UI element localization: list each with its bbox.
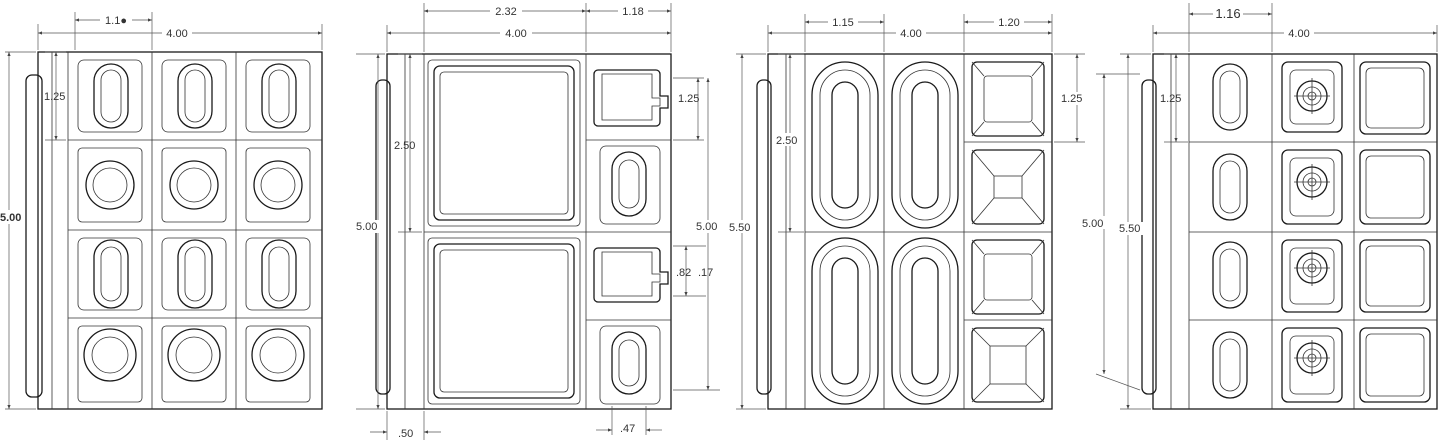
view1-circle-row4 <box>77 325 311 403</box>
view1-dim-left-total: 5.00 <box>0 212 21 224</box>
view1-dim-left-small: 1.25 <box>44 91 65 103</box>
view3-dim-top-total: 4.00 <box>900 28 921 40</box>
view2-dim-left-a: 2.50 <box>394 140 415 152</box>
view2-side-plate <box>375 79 391 395</box>
view4-dim-left-b: 5.00 <box>1082 218 1103 230</box>
view-1: 1.1● 4.00 1.25 5.00 <box>0 12 323 410</box>
view4-slots-col1 <box>1212 63 1248 399</box>
view1-slot-row3 <box>77 237 311 311</box>
view3-dim-right-a: 1.25 <box>1061 93 1082 105</box>
view4-dim-top-total: 4.00 <box>1288 28 1309 40</box>
view4-dim-left-a: 1.25 <box>1160 93 1181 105</box>
view3-square-pocket-1 <box>971 61 1045 137</box>
view1-dim-top-total: 4.00 <box>166 28 187 40</box>
view1-body <box>37 51 323 410</box>
view2-dim-right-a: 1.25 <box>678 93 699 105</box>
view-2: 2.32 1.18 4.00 2.50 5.00 1.25 5.00 .82 .… <box>355 3 720 440</box>
view4-body <box>1152 53 1438 410</box>
view2-slot-2 <box>599 325 661 405</box>
view3-square-pocket-2 <box>971 149 1045 225</box>
view2-dim-right-b: 5.00 <box>696 221 717 233</box>
view1-dim-top-small: 1.1● <box>105 15 127 27</box>
view3-dim-left-total: 5.50 <box>729 222 750 234</box>
view4-target-pocket-1 <box>1281 61 1343 133</box>
view3-dim-top-b: 1.20 <box>998 17 1019 29</box>
view3-long-slot-4 <box>891 237 959 405</box>
view4-target-pocket-2 <box>1281 149 1343 225</box>
view2-big-pocket-top <box>427 59 581 227</box>
view2-dim-bottom-b: .47 <box>620 423 635 435</box>
view1-slot-row1 <box>77 59 311 133</box>
view2-dim-top-b: 1.18 <box>622 6 643 18</box>
view2-dim-left-total: 5.00 <box>356 221 377 233</box>
view2-dim-right-d: .17 <box>698 267 713 279</box>
view3-body <box>767 53 1053 410</box>
view4-dim-top-a: 1.16 <box>1215 6 1240 21</box>
view-3: 1.15 4.00 1.20 2.50 5.50 1.25 <box>728 14 1086 410</box>
view1-circle-row2 <box>77 147 311 223</box>
view2-keyed-pocket-1 <box>593 69 669 127</box>
view3-long-slot-1 <box>811 61 879 229</box>
view3-long-slot-3 <box>811 237 879 405</box>
view2-keyed-pocket-2 <box>593 247 669 303</box>
view4-square-pockets-col3 <box>1359 61 1431 403</box>
view4-target-pocket-4 <box>1281 327 1343 403</box>
view3-long-slot-2 <box>891 61 959 229</box>
view1-side-plate <box>25 74 43 398</box>
view2-dim-top-a: 2.32 <box>495 6 516 18</box>
view3-side-plate <box>756 79 772 395</box>
view2-dim-bottom-a: .50 <box>398 428 413 440</box>
view3-square-pocket-3 <box>971 239 1045 315</box>
view2-slot-1 <box>599 145 661 225</box>
view2-big-pocket-bottom <box>427 237 581 405</box>
view4-side-plate <box>1141 79 1157 395</box>
view3-dim-top-a: 1.15 <box>832 17 853 29</box>
view2-dim-top-total: 4.00 <box>505 28 526 40</box>
view2-body <box>386 53 672 410</box>
view3-square-pocket-4 <box>971 327 1045 403</box>
view-4: 1.16 4.00 1.25 5.00 5.50 <box>1082 3 1438 410</box>
view3-dim-left-a: 2.50 <box>776 135 797 147</box>
view2-dim-right-c: .82 <box>676 267 691 279</box>
view4-target-pocket-3 <box>1281 239 1343 313</box>
view4-dim-left-total: 5.50 <box>1119 223 1140 235</box>
